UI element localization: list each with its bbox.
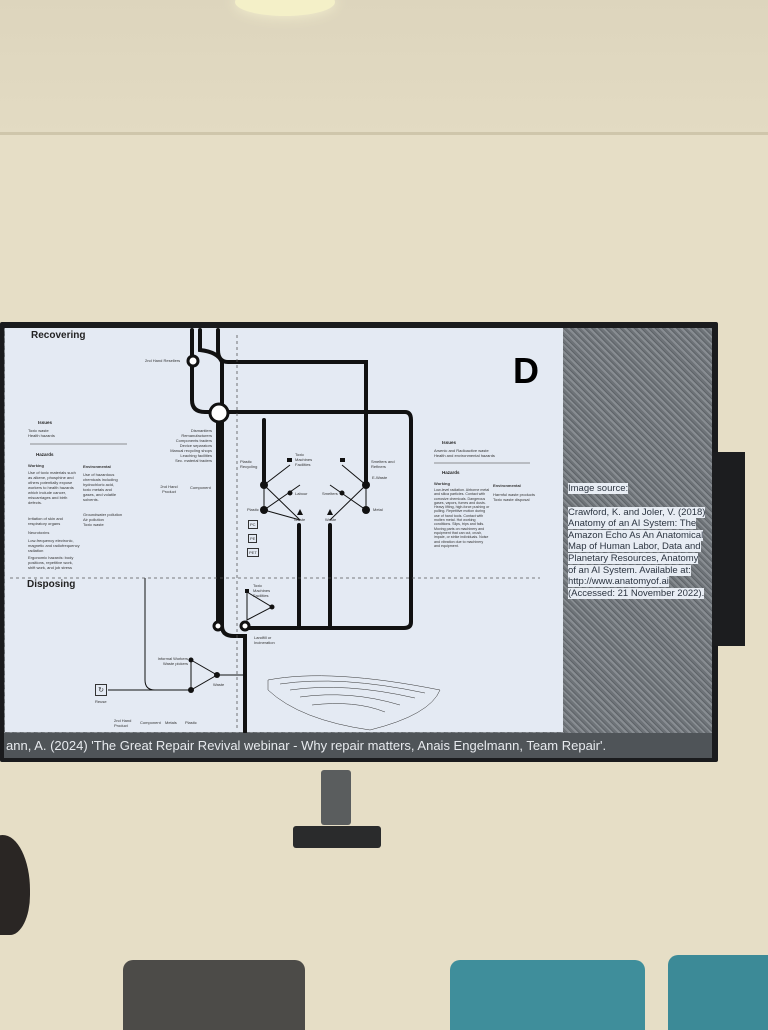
chair-teal-2 xyxy=(668,955,768,1030)
neurotoxins: Neurotoxins xyxy=(28,530,50,535)
right-working-text: Low-level radiation. Airborne metal and … xyxy=(434,488,490,548)
label-e-waste: E-Waste xyxy=(372,475,388,480)
ceiling-light xyxy=(235,0,335,16)
env-text: Use of hazardous chemicals including hyd… xyxy=(83,472,118,502)
label-component: Component xyxy=(190,485,211,490)
right-issues-items: Arsenic and Radioactive waste Health and… xyxy=(434,448,495,458)
image-source-title: Image source: xyxy=(568,483,629,494)
label-resellers: 2nd Hand Resellers xyxy=(145,358,181,363)
label-pet: PET xyxy=(247,548,259,557)
landfill-illustration xyxy=(267,675,441,731)
label-pc: PC xyxy=(248,520,258,529)
panel-letter: D xyxy=(513,350,539,391)
working-text: Use of toxic materials such as alkene, p… xyxy=(28,470,76,505)
slide-caption: ann, A. (2024) 'The Great Repair Revival… xyxy=(4,733,712,758)
wall-trim xyxy=(0,132,768,135)
image-source-citation: Crawford, K. and Joler, V. (2018) Anatom… xyxy=(568,506,706,599)
ceiling xyxy=(0,0,768,135)
right-env-label: Environmental xyxy=(493,483,521,488)
chair-teal xyxy=(450,960,645,1030)
radiation: Low-frequency electronic, magnetic and r… xyxy=(28,538,80,553)
camera-mount xyxy=(321,770,351,825)
ergonomic: Ergonomic hazards: body positions, repet… xyxy=(28,555,74,570)
working-text-2: Irritation of skin and respiratory organ… xyxy=(28,516,63,526)
label-toxic-facilities-2: Toxic Machines Facilities xyxy=(253,583,271,598)
label-plastic-2: Plastic xyxy=(185,720,197,725)
label-metals: Metals xyxy=(165,720,177,725)
working-label: Working xyxy=(28,463,44,468)
label-labour: Labour xyxy=(295,491,308,496)
label-2nd-hand: 2nd Hand Product xyxy=(160,484,178,494)
image-source: Image source: Crawford, K. and Joler, V.… xyxy=(568,483,708,599)
reuse-icon: ↻ xyxy=(95,684,107,696)
left-hazards-title: Hazards xyxy=(36,452,54,457)
label-waste-3: Waste xyxy=(213,682,225,687)
label-plastic-recycling: Plastic Recycling xyxy=(240,459,258,469)
label-recyclers: Dismantlers Remanufacturers Components t… xyxy=(170,428,212,463)
right-hazards-title: Hazards xyxy=(442,470,460,475)
section-disposing: Disposing xyxy=(27,579,76,590)
slide xyxy=(5,328,563,732)
right-env-text: Harmful waste products Toxic waste dispo… xyxy=(493,492,536,502)
label-smelters-refiners: Smelters and Refiners xyxy=(371,459,395,469)
label-toxic-facilities: Toxic Machines Facilities xyxy=(295,452,313,467)
label-metal: Metal xyxy=(373,507,383,512)
right-working-label: Working xyxy=(434,481,450,486)
label-plastic: Plastic xyxy=(247,507,259,512)
label-landfill: Landfill or Incineration xyxy=(254,635,275,645)
env-text-2: Groundwater pollution Air pollution Toxi… xyxy=(83,512,123,527)
right-issues-title: Issues xyxy=(442,440,457,445)
left-issues-title: Issues xyxy=(38,420,53,425)
label-smelters: Smelters xyxy=(322,491,338,496)
label-informal-workers: Informal Workers Waste pickers xyxy=(157,656,188,666)
env-label: Environmental xyxy=(83,464,111,469)
label-waste: Waste xyxy=(294,517,306,522)
label-pe: PE xyxy=(248,534,258,543)
left-issues-items: Toxic waste Health hazards xyxy=(28,428,55,438)
label-2nd-hand-2: 2nd Hand Product xyxy=(114,718,132,728)
label-component-2: Component xyxy=(140,720,161,725)
tv-side-device xyxy=(712,452,745,646)
section-recovering: Recovering xyxy=(31,330,86,341)
chair-gray xyxy=(123,960,305,1030)
webcam-bar xyxy=(293,826,381,848)
label-reuse: Reuse xyxy=(95,699,107,704)
line-main xyxy=(190,328,413,630)
label-waste-2: Waste xyxy=(325,517,337,522)
